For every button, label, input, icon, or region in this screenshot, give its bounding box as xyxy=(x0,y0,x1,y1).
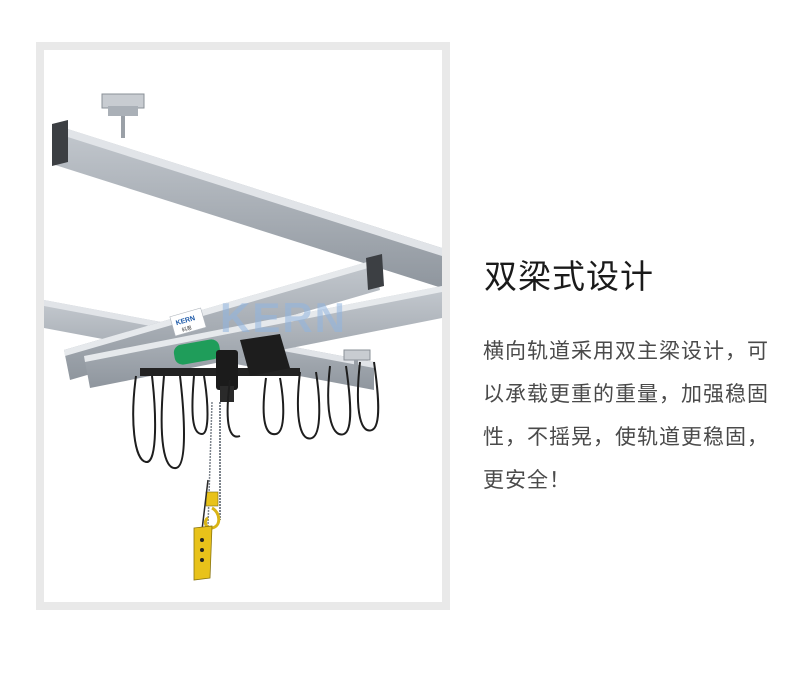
kern-label-plate: KERN 科恩 xyxy=(169,307,207,337)
ceiling-hanger-right xyxy=(343,349,371,374)
label-cn-text: 科恩 xyxy=(181,324,193,333)
festoon-cables xyxy=(132,361,380,470)
runway-rail-back xyxy=(52,120,442,288)
ceiling-hanger-left xyxy=(101,93,145,138)
hoist-chain xyxy=(207,401,221,527)
feature-description: 横向轨道采用双主梁设计，可以承载更重的重量，加强稳固性，不摇晃，使轨道更稳固，更… xyxy=(483,339,769,492)
trolley-hoist xyxy=(140,334,300,402)
product-photo-frame: KERN 科恩 KERN xyxy=(36,42,450,610)
kern-watermark: KERN xyxy=(220,294,347,341)
feature-title: 双梁式设计 xyxy=(484,257,654,296)
pendant-controller xyxy=(193,479,213,581)
double-girder-crane-illustration: KERN 科恩 KERN xyxy=(44,93,442,581)
crane-product-image: KERN 科恩 KERN xyxy=(44,50,442,602)
